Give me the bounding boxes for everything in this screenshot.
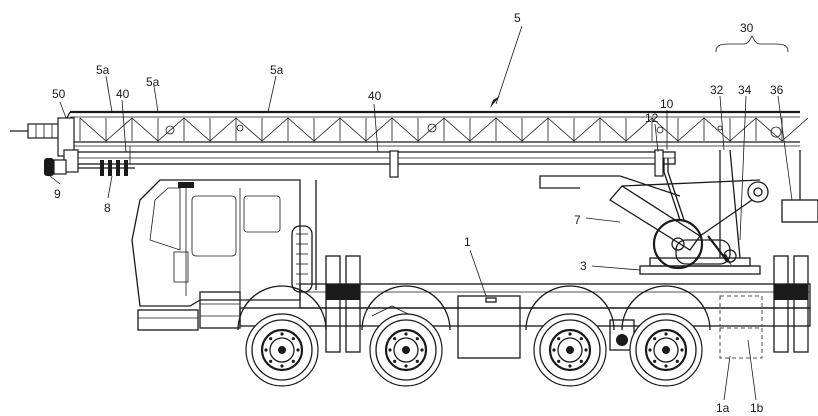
rear-frame [781, 150, 818, 223]
label-40-2: 40 [368, 89, 382, 103]
wire-rope [663, 158, 685, 221]
label-30: 30 [740, 21, 754, 35]
label-8: 8 [104, 201, 111, 215]
label-34: 34 [738, 83, 752, 97]
label-1b: 1b [750, 401, 764, 415]
label-3: 3 [580, 259, 587, 273]
chassis [239, 255, 811, 359]
label-9: 9 [54, 187, 61, 201]
pulley-assembly [652, 218, 737, 270]
wheel [237, 285, 327, 387]
label-5a-1: 5a [96, 63, 110, 77]
label-32: 32 [710, 83, 724, 97]
truck-cab [131, 179, 317, 331]
label-36: 36 [770, 83, 784, 97]
wheels [237, 285, 711, 387]
nozzle-assembly [10, 117, 135, 176]
label-5: 5 [514, 11, 521, 25]
ladder-truss [79, 117, 809, 142]
label-12: 12 [645, 111, 659, 125]
wheel [361, 285, 451, 387]
label-7: 7 [574, 213, 581, 227]
label-50: 50 [52, 87, 66, 101]
leader-lines [49, 25, 793, 401]
reference-labels: 5 30 5a 5a 5a 50 40 40 10 12 32 34 36 9 … [52, 11, 784, 415]
label-40-1: 40 [116, 87, 130, 101]
label-5a-2: 5a [146, 75, 160, 89]
label-1: 1 [464, 235, 471, 249]
wheel [525, 285, 615, 387]
label-5a-3: 5a [270, 63, 284, 77]
wheel [621, 285, 711, 387]
water-pipe [74, 146, 676, 178]
ladder-boom [61, 110, 809, 147]
label-10: 10 [660, 97, 674, 111]
label-1a: 1a [716, 401, 730, 415]
